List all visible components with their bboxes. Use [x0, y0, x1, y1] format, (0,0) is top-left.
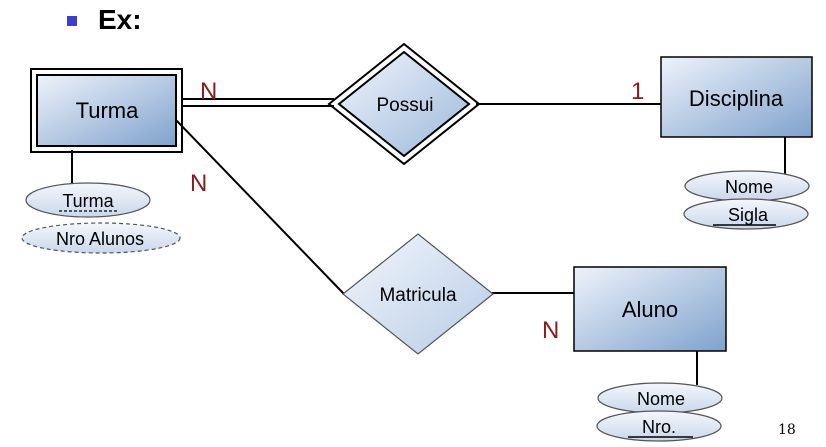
attribute-turma-partial-key: Turma [25, 182, 151, 218]
entity-turma-label: Turma [76, 98, 140, 123]
attribute-disciplina-nome: Nome [684, 170, 810, 202]
cardinality-turma-matricula: N [190, 170, 207, 197]
relationship-matricula-label: Matricula [379, 285, 457, 306]
attribute-aluno-nome-label: Nome [637, 389, 685, 409]
attribute-aluno-nro-key: Nro. [596, 410, 722, 442]
cardinality-disciplina-possui: 1 [631, 78, 644, 105]
attribute-disciplina-nome-label: Nome [725, 177, 773, 197]
relationship-possui-label: Possui [376, 95, 433, 116]
entity-aluno: Aluno [573, 266, 727, 352]
attribute-turma-label: Turma [62, 191, 114, 211]
entity-turma: Turma [30, 68, 183, 153]
bullet-icon [67, 16, 77, 26]
turma-matricula-line [175, 119, 345, 295]
entity-disciplina-label: Disciplina [689, 86, 784, 111]
entity-disciplina: Disciplina [660, 56, 813, 138]
cardinality-aluno-matricula: N [542, 317, 559, 344]
entity-aluno-label: Aluno [622, 297, 678, 322]
attribute-disciplina-sigla-key: Sigla [683, 198, 809, 230]
attribute-disciplina-sigla-label: Sigla [728, 205, 769, 225]
attribute-nro-alunos-label: Nro Alunos [56, 229, 144, 249]
attribute-nro-alunos: Nro Alunos [21, 222, 181, 254]
page-number: 18 [778, 422, 796, 438]
relationship-possui: Possui [327, 42, 481, 166]
relationship-matricula: Matricula [342, 233, 494, 355]
attribute-aluno-nro-label: Nro. [642, 417, 676, 437]
attribute-aluno-nome: Nome [597, 382, 723, 414]
slide-title: Ex: [98, 4, 142, 35]
cardinality-turma-possui: N [200, 78, 217, 105]
